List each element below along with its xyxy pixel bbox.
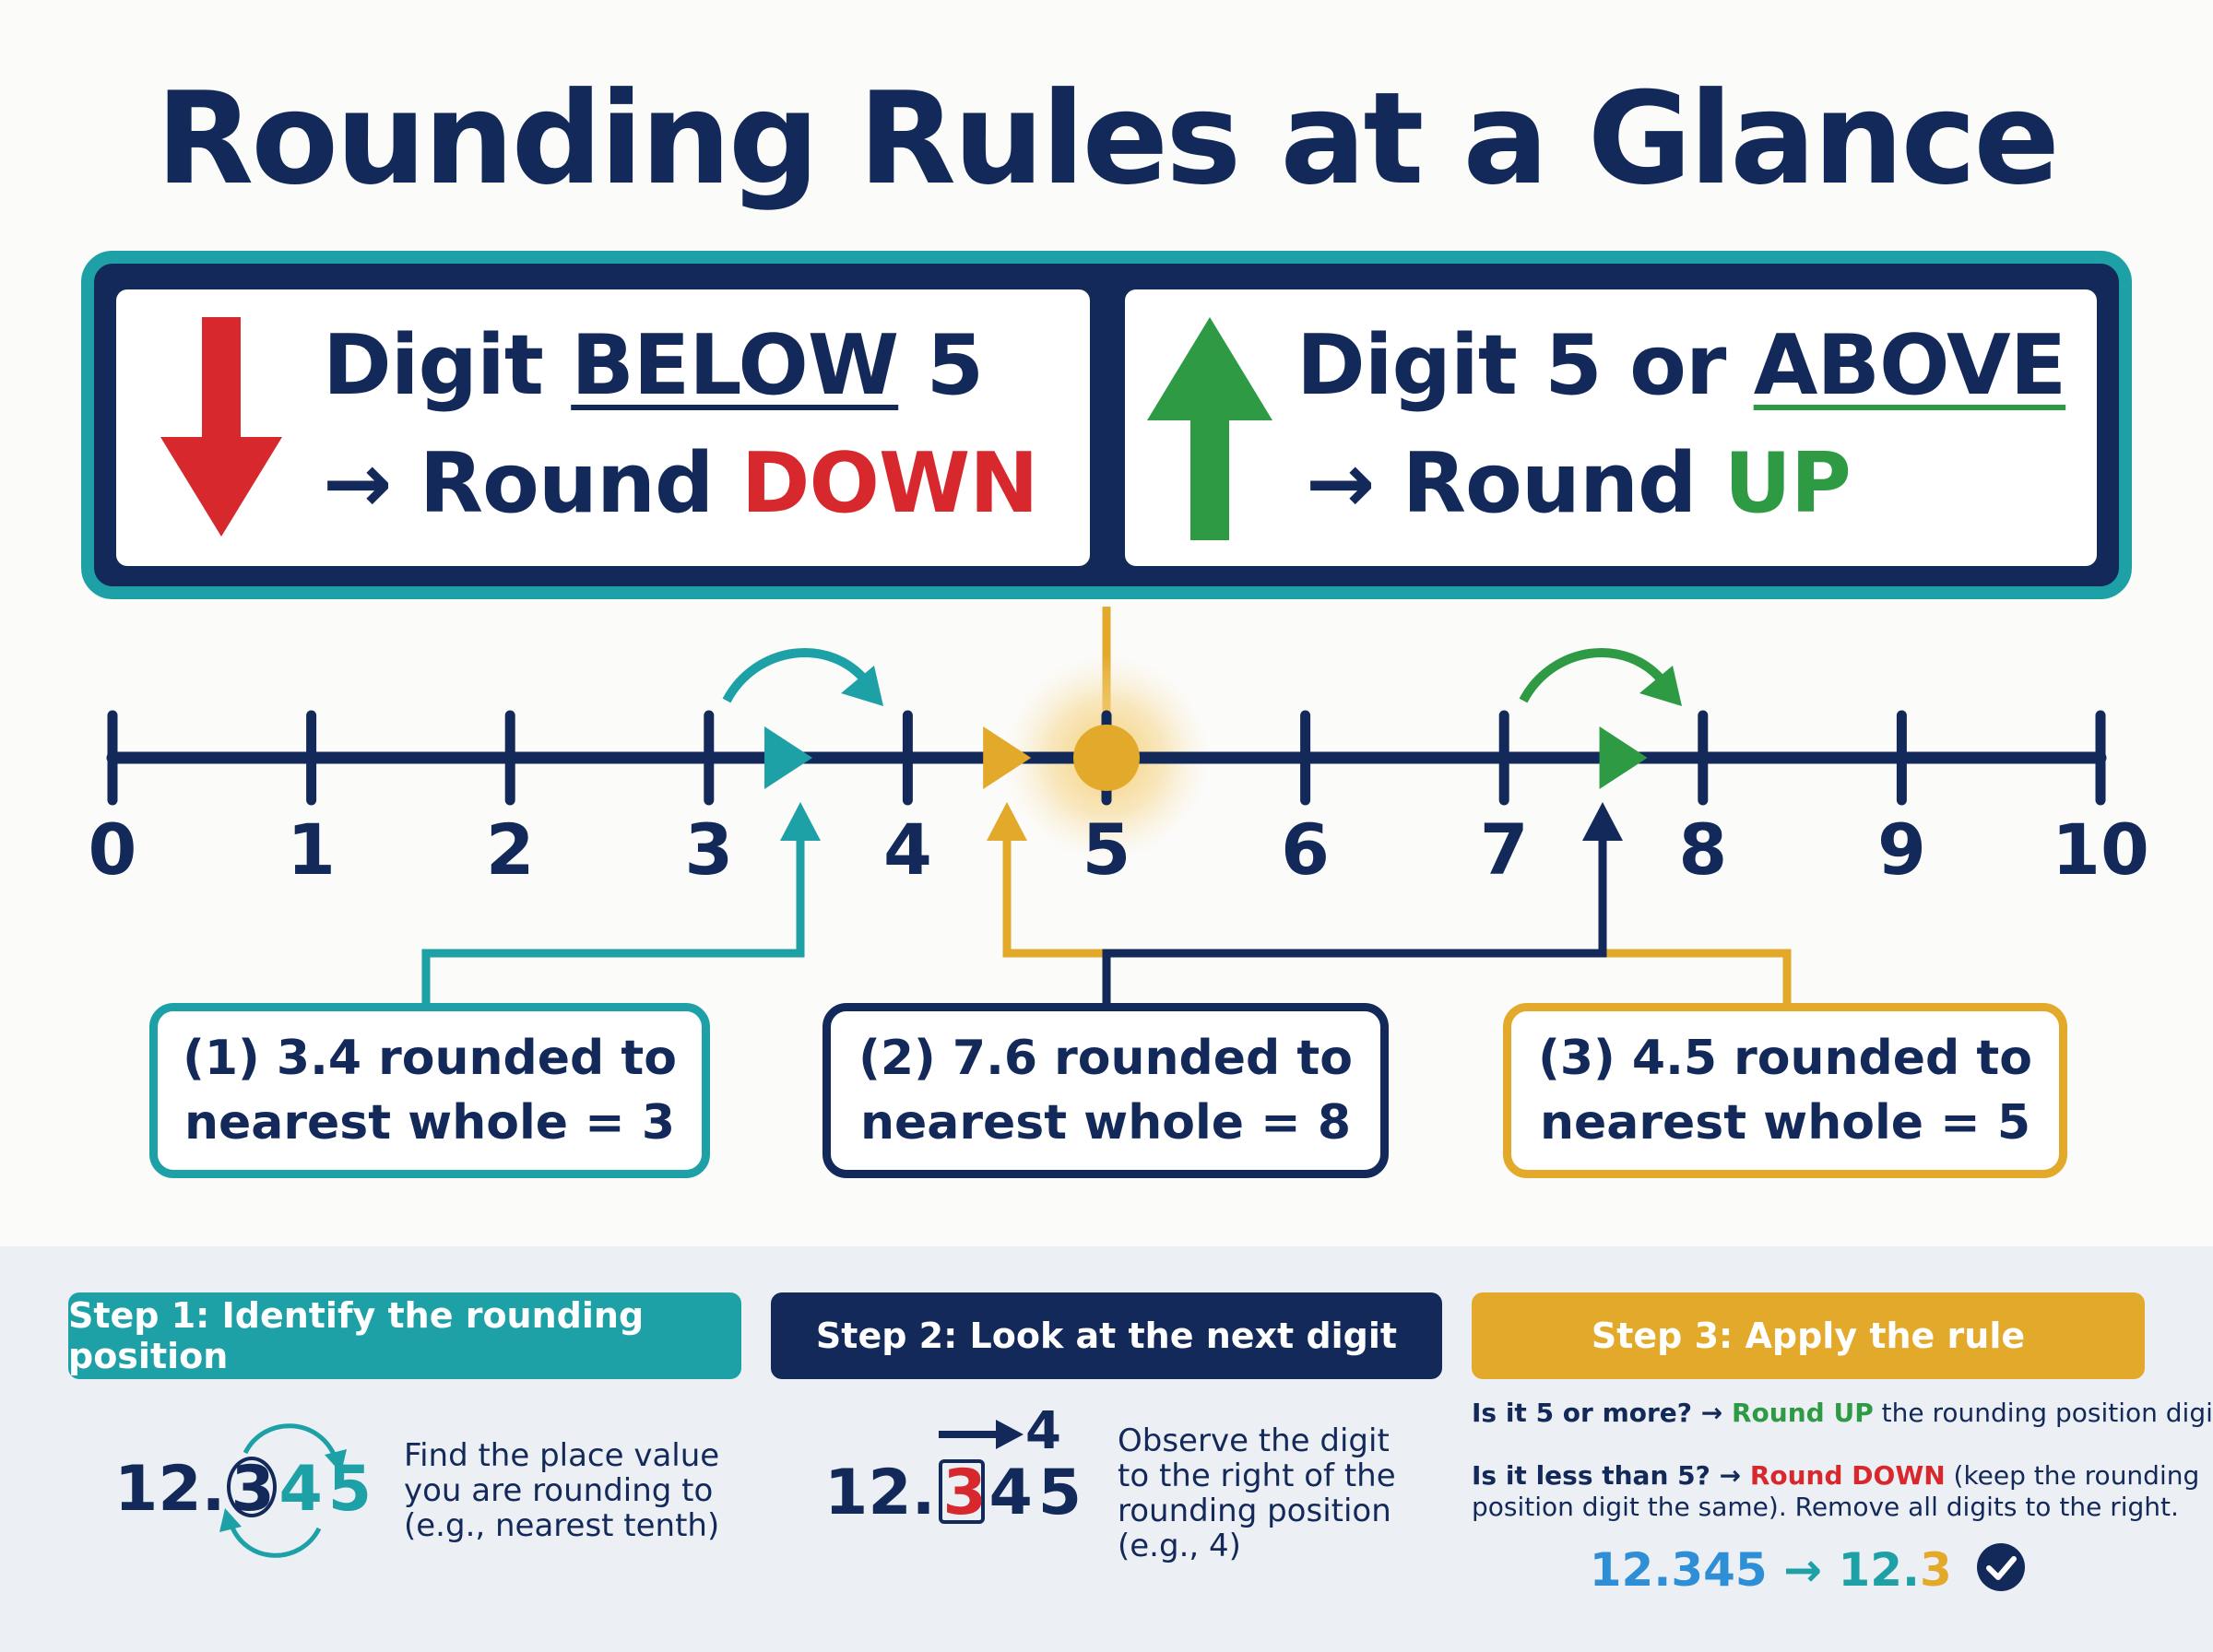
connector-arrowhead-1 xyxy=(780,802,821,841)
value-marker-1 xyxy=(764,726,813,789)
curve-arrowhead-teal xyxy=(841,666,883,706)
tick-label-2: 2 xyxy=(486,808,535,891)
midpoint-dot xyxy=(1073,725,1140,791)
tick-label-3: 3 xyxy=(684,808,733,891)
example-2-line1: (2) 7.6 rounded to xyxy=(858,1031,1353,1086)
tick-label-6: 6 xyxy=(1281,808,1330,891)
step-3-rule-down-line2: position digit the same). Remove all dig… xyxy=(1472,1492,2179,1522)
curve-arrowhead-green xyxy=(1639,666,1682,706)
connector-example-2 xyxy=(1102,835,1607,1003)
rule-down-line1: Digit BELOW 5 xyxy=(323,317,984,414)
curve-arrow-green xyxy=(1519,648,1667,703)
cycle-arrows-icon xyxy=(219,1423,347,1558)
curve-arrow-teal xyxy=(722,648,870,703)
check-circle-icon xyxy=(1977,1543,2026,1591)
connector-arrowhead-2 xyxy=(1582,802,1623,841)
tick-label-0: 0 xyxy=(89,808,137,891)
step-1-number: 12.345 xyxy=(114,1453,373,1526)
rule-down-line2: → Round DOWN xyxy=(323,435,1039,532)
step-3-result: 12.345 → 12.3 xyxy=(1472,1541,2145,1597)
arrow-down-icon xyxy=(160,317,282,537)
page-title: Rounding Rules at a Glance xyxy=(156,65,2060,213)
tick-label-8: 8 xyxy=(1678,808,1727,891)
right-arrow-icon xyxy=(939,1420,1024,1449)
example-3-line1: (3) 4.5 rounded to xyxy=(1538,1031,2032,1086)
connector-arrowhead-3 xyxy=(987,802,1027,841)
step-1-heading: Step 1: Identify the rounding position xyxy=(68,1292,741,1379)
step-3-rule-up: Is it 5 or more? → Round UP the rounding… xyxy=(1472,1398,2213,1428)
example-2-line2: nearest whole = 8 xyxy=(859,1095,1352,1150)
example-1-line1: (1) 3.4 rounded to xyxy=(183,1031,677,1086)
tick-label-5: 5 xyxy=(1083,808,1131,891)
rule-panel-round-down: Digit BELOW 5 → Round DOWN xyxy=(116,289,1090,566)
tick-label-9: 9 xyxy=(1877,808,1926,891)
tick-label-4: 4 xyxy=(883,808,932,891)
rule-up-line1: Digit 5 or ABOVE xyxy=(1296,317,2066,414)
example-box-3: (3) 4.5 rounded to nearest whole = 5 xyxy=(1503,1003,2067,1178)
connector-example-1 xyxy=(421,835,805,1003)
step-2-number: 12.345 xyxy=(824,1457,1083,1529)
arrow-up-icon xyxy=(1147,317,1272,540)
example-3-line2: nearest whole = 5 xyxy=(1539,1095,2031,1150)
step-2-arrow-digit: 4 xyxy=(1025,1401,1061,1461)
tick-label-10: 10 xyxy=(2052,808,2149,891)
tick-label-7: 7 xyxy=(1480,808,1529,891)
value-marker-3 xyxy=(1599,726,1648,789)
rule-up-line2: → Round UP xyxy=(1306,435,1852,532)
example-box-2: (2) 7.6 rounded to nearest whole = 8 xyxy=(822,1003,1389,1178)
step-3-rule-down: Is it less than 5? → Round DOWN (keep th… xyxy=(1472,1460,2200,1491)
number-line-diagram: 0 1 2 3 4 5 6 7 8 9 10 xyxy=(89,607,2149,1003)
step-3-heading: Step 3: Apply the rule xyxy=(1472,1292,2145,1379)
rule-panel-round-up: Digit 5 or ABOVE → Round UP xyxy=(1125,289,2097,566)
rounding-digit-boxed: 3 xyxy=(939,1459,987,1525)
example-box-1: (1) 3.4 rounded to nearest whole = 3 xyxy=(149,1003,710,1178)
step-2-heading: Step 2: Look at the next digit xyxy=(771,1292,1442,1379)
tick-label-1: 1 xyxy=(287,808,336,891)
value-marker-2 xyxy=(983,726,1032,789)
example-1-line2: nearest whole = 3 xyxy=(183,1095,676,1150)
rounding-digit-circled: 3 xyxy=(227,1457,278,1521)
